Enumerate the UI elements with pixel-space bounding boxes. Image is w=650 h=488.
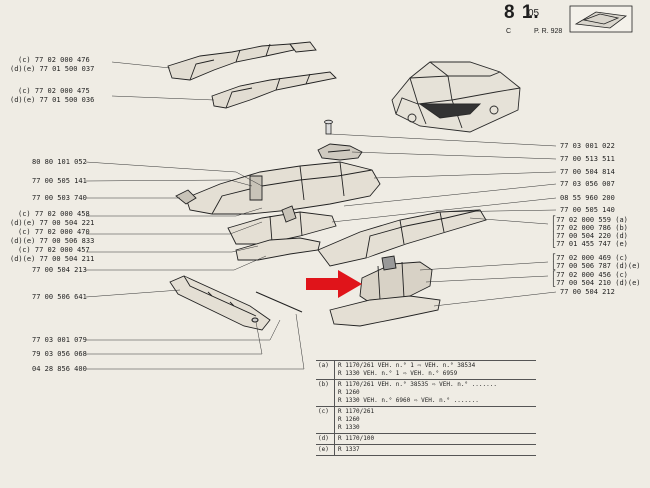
thumbnail-body-icon bbox=[569, 5, 633, 33]
ref-upper-2: (d)(e) 77 01 500 037 bbox=[10, 65, 95, 73]
ref-upper-4: (d)(e) 77 01 500 036 bbox=[10, 96, 95, 104]
ref-right-14: ⎣77 00 504 210 (d)(e) bbox=[552, 279, 641, 287]
ref-left-13: 79 03 056 068 bbox=[32, 350, 87, 358]
mount-bracket-part bbox=[317, 143, 363, 161]
ref-upper-3: (c) 77 02 000 475 bbox=[18, 87, 90, 95]
section-letter: C bbox=[506, 28, 512, 35]
ref-left-9: (d)(e) 77 00 504 211 bbox=[10, 255, 95, 263]
tie-rod-part bbox=[251, 291, 303, 323]
table-row: (a) R 1170/261 VEH. n.° 1 ⇨ VEH. n.° 385… bbox=[316, 360, 536, 379]
highlighted-rear-bracket bbox=[359, 255, 433, 305]
ref-left-14: 04 28 856 400 bbox=[32, 365, 87, 373]
table-row: (b) R 1170/261 VEH. n.° 38535 ⇨ VEH. n.°… bbox=[316, 379, 536, 406]
bolt-part bbox=[324, 119, 333, 135]
side-member-part bbox=[317, 209, 487, 267]
lower-sill-part bbox=[329, 295, 441, 327]
ref-right-4: 77 03 056 007 bbox=[560, 180, 615, 188]
ref-right-5: 08 55 960 200 bbox=[560, 194, 615, 202]
ref-right-9: ⎢77 00 504 220 (d) bbox=[552, 232, 628, 240]
ref-left-6: (c) 77 02 000 470 bbox=[18, 228, 90, 236]
ref-left-2: 77 00 505 141 bbox=[32, 177, 87, 185]
car-body-icon bbox=[391, 61, 521, 133]
front-sill-part bbox=[169, 275, 271, 331]
ref-left-10: 77 00 504 213 bbox=[32, 266, 87, 274]
ref-left-7: (d)(e) 77 00 506 833 bbox=[10, 237, 95, 245]
ref-left-3: 77 00 503 740 bbox=[32, 194, 87, 202]
ref-left-4: (c) 77 02 000 458 bbox=[18, 210, 90, 218]
ref-right-7: ⎡77 02 000 559 (a) bbox=[552, 216, 628, 224]
ref-right-8: ⎢77 02 000 786 (b) bbox=[552, 224, 628, 232]
ref-right-11: ⎡77 02 000 469 (c) bbox=[552, 254, 628, 262]
ref-right-12: ⎣77 00 506 787 (d)(e) bbox=[552, 262, 641, 270]
main-frame-assembly bbox=[175, 161, 381, 215]
table-row: (c) R 1170/261 R 1260 R 1330 bbox=[316, 406, 536, 433]
ref-right-3: 77 00 504 814 bbox=[560, 168, 615, 176]
table-row: (d) R 1170/100 bbox=[316, 433, 536, 444]
pr-reference: P. R. 928 bbox=[534, 28, 563, 35]
cross-member-part bbox=[227, 205, 337, 245]
upper-member-part-2 bbox=[211, 71, 337, 109]
ref-right-10: ⎣77 01 455 747 (e) bbox=[552, 240, 628, 248]
ref-right-1: 77 03 001 022 bbox=[560, 142, 615, 150]
ref-left-12: 77 03 001 079 bbox=[32, 336, 87, 344]
leader-lines bbox=[85, 61, 557, 370]
page-sub-number: 05 bbox=[528, 8, 540, 19]
ref-left-11: 77 00 506 641 bbox=[32, 293, 87, 301]
ref-left-8: (c) 77 02 000 457 bbox=[18, 246, 90, 254]
upper-member-part-1 bbox=[167, 41, 317, 81]
applicability-table: (a) R 1170/261 VEH. n.° 1 ⇨ VEH. n.° 385… bbox=[316, 360, 536, 456]
table-row: (e) R 1337 bbox=[316, 444, 536, 456]
ref-left-5: (d)(e) 77 00 504 221 bbox=[10, 219, 95, 227]
ref-right-2: 77 00 513 511 bbox=[560, 155, 615, 163]
red-arrow-icon bbox=[306, 270, 362, 298]
ref-left-1: 80 80 101 052 bbox=[32, 158, 87, 166]
ref-right-15: 77 00 504 212 bbox=[560, 288, 615, 296]
ref-right-6: 77 00 505 140 bbox=[560, 206, 615, 214]
page-number: 8 1. bbox=[504, 2, 540, 23]
ref-right-13: ⎡77 02 000 456 (c) bbox=[552, 271, 628, 279]
ref-upper-1: (c) 77 02 000 476 bbox=[18, 56, 90, 64]
